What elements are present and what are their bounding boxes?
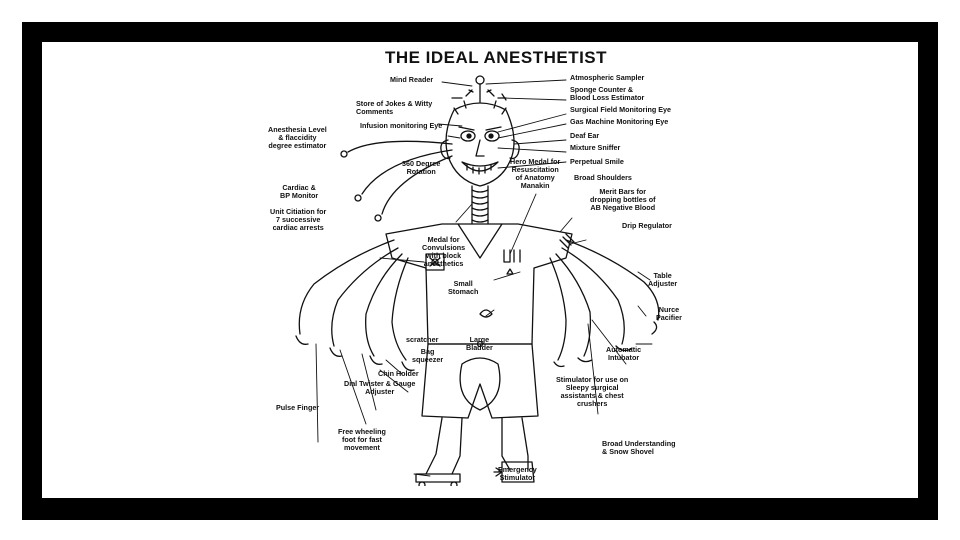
label-bag-squeezer: Bag squeezer — [412, 347, 444, 364]
neck-spring-icon — [471, 185, 489, 225]
label-cardiac-bp: Cardiac & BP Monitor — [280, 183, 319, 200]
head-icon — [440, 100, 520, 187]
label-infusion-eye: Infusion monitoring Eye — [360, 121, 443, 130]
label-scratcher: scratcher — [406, 335, 439, 344]
label-drip-regulator: Drip Regulator — [622, 221, 672, 230]
label-free-wheeling: Free wheeling foot for fast movement — [338, 427, 386, 452]
label-dial-twister: Dial Twister & Gauge Adjuster — [344, 379, 416, 396]
antenna-icon — [451, 75, 507, 103]
label-mind-reader: Mind Reader — [390, 75, 434, 84]
label-deaf-ear: Deaf Ear — [570, 131, 600, 140]
slide-canvas: THE IDEAL ANESTHETIST — [42, 42, 918, 498]
label-merit-bars: Merit Bars for dropping bottles of AB Ne… — [590, 187, 656, 212]
poster-title: THE IDEAL ANESTHETIST — [384, 48, 608, 67]
label-automatic-intubator: Automatic Intubator — [606, 345, 642, 362]
label-pulse-finger: Pulse Finger — [276, 403, 320, 412]
left-arms-icon — [295, 140, 453, 371]
cartoon-figure — [295, 75, 660, 486]
label-nurse-pacifier: Nurce Pacifier — [656, 305, 682, 322]
torso-icon — [385, 223, 575, 348]
label-stimulator: Stimulator for use on Sleepy surgical as… — [556, 375, 629, 408]
label-anesthesia-level: Anesthesia Level & flaccidity degree est… — [268, 125, 327, 150]
label-unit-citation: Unit Citiation for 7 successive cardiac … — [270, 207, 327, 232]
shorts-icon — [421, 343, 539, 419]
label-surgical-field-eye: Surgical Field Monitoring Eye — [570, 105, 672, 114]
legs-icon — [415, 417, 535, 486]
label-chin-holder: Chin Holder — [378, 369, 419, 378]
leader-lines — [315, 79, 653, 477]
label-hero-medal: Hero Medal for Resuscitation of Anatomy … — [510, 157, 561, 190]
label-emergency-stimulator: Emergency Stimulator — [498, 465, 537, 482]
anesthetist-poster: THE IDEAL ANESTHETIST — [266, 44, 696, 486]
label-medal-convulsions: Medal for Convulsions with block anesthe… — [422, 235, 466, 268]
label-broad-shoulders: Broad Shoulders — [574, 173, 632, 182]
label-sponge-counter: Sponge Counter & Blood Loss Estimator — [570, 85, 645, 102]
label-store-of-jokes: Store of Jokes & Witty Comments — [356, 99, 433, 116]
label-gas-machine-eye: Gas Machine Monitoring Eye — [570, 117, 669, 126]
label-mixture-sniffer: Mixture Sniffer — [570, 143, 621, 152]
label-small-stomach: Small Stomach — [448, 279, 479, 296]
label-atmospheric-sampler: Atmospheric Sampler — [570, 73, 645, 82]
label-rotation: 360 Degree Rotation — [402, 159, 441, 176]
right-arms-icon — [549, 239, 660, 368]
label-large-bladder: Large Bladder — [466, 335, 493, 352]
label-table-adjuster: Table Adjuster — [648, 271, 678, 288]
label-broad-understanding: Broad Understanding & Snow Shovel — [602, 439, 676, 456]
label-perpetual-smile: Perpetual Smile — [570, 157, 624, 166]
